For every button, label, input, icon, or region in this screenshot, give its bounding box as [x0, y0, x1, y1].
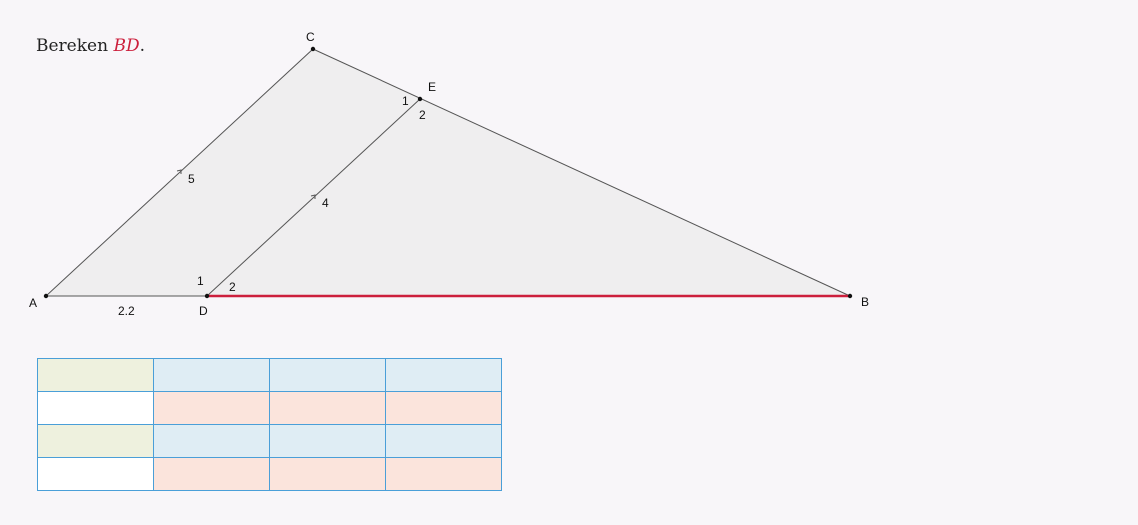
label-c: C — [306, 30, 315, 44]
triangle-abc — [44, 48, 851, 297]
label-d: D — [199, 304, 208, 318]
table-cell[interactable] — [37, 358, 154, 392]
label-a: A — [29, 296, 37, 310]
table-cell[interactable] — [153, 457, 270, 491]
length-ad: 2.2 — [118, 304, 135, 318]
ratio-table — [37, 358, 502, 491]
length-ac: 5 — [188, 172, 195, 186]
table-cell[interactable] — [385, 424, 502, 458]
triangle-figure: A B C D E 5 4 2.2 1 2 1 2 — [29, 30, 869, 318]
point-c — [310, 46, 316, 52]
question-prefix: Bereken — [36, 36, 114, 56]
question-variable: BD — [113, 36, 140, 56]
table-cell[interactable] — [37, 457, 154, 491]
parallel-mark-ac — [176, 169, 182, 174]
table-cell[interactable] — [269, 391, 386, 425]
table-row — [37, 391, 502, 425]
table-cell[interactable] — [153, 391, 270, 425]
table-cell[interactable] — [269, 424, 386, 458]
angle-d2: 2 — [229, 280, 236, 294]
table-cell[interactable] — [385, 457, 502, 491]
label-b: B — [861, 295, 869, 309]
point-b — [847, 293, 853, 299]
angle-e2: 2 — [419, 108, 426, 122]
table-cell[interactable] — [385, 358, 502, 392]
point-d — [204, 293, 210, 299]
table-cell[interactable] — [37, 391, 154, 425]
parallel-mark-de — [310, 194, 316, 199]
segment-de — [206, 98, 421, 297]
table-row — [37, 457, 502, 491]
table-row — [37, 358, 502, 392]
table-cell[interactable] — [385, 391, 502, 425]
table-row — [37, 424, 502, 458]
table-cell[interactable] — [153, 424, 270, 458]
point-e — [417, 96, 423, 102]
angle-e1: 1 — [402, 94, 409, 108]
question-suffix: . — [139, 36, 145, 56]
table-cell[interactable] — [153, 358, 270, 392]
label-e: E — [428, 80, 436, 94]
table-cell[interactable] — [269, 358, 386, 392]
angle-d1: 1 — [197, 274, 204, 288]
table-cell[interactable] — [269, 457, 386, 491]
table-cell[interactable] — [37, 424, 154, 458]
length-de: 4 — [322, 196, 329, 210]
ratio-table-body — [37, 358, 502, 491]
point-a — [43, 293, 49, 299]
question-text: Bereken BD. — [36, 36, 145, 56]
